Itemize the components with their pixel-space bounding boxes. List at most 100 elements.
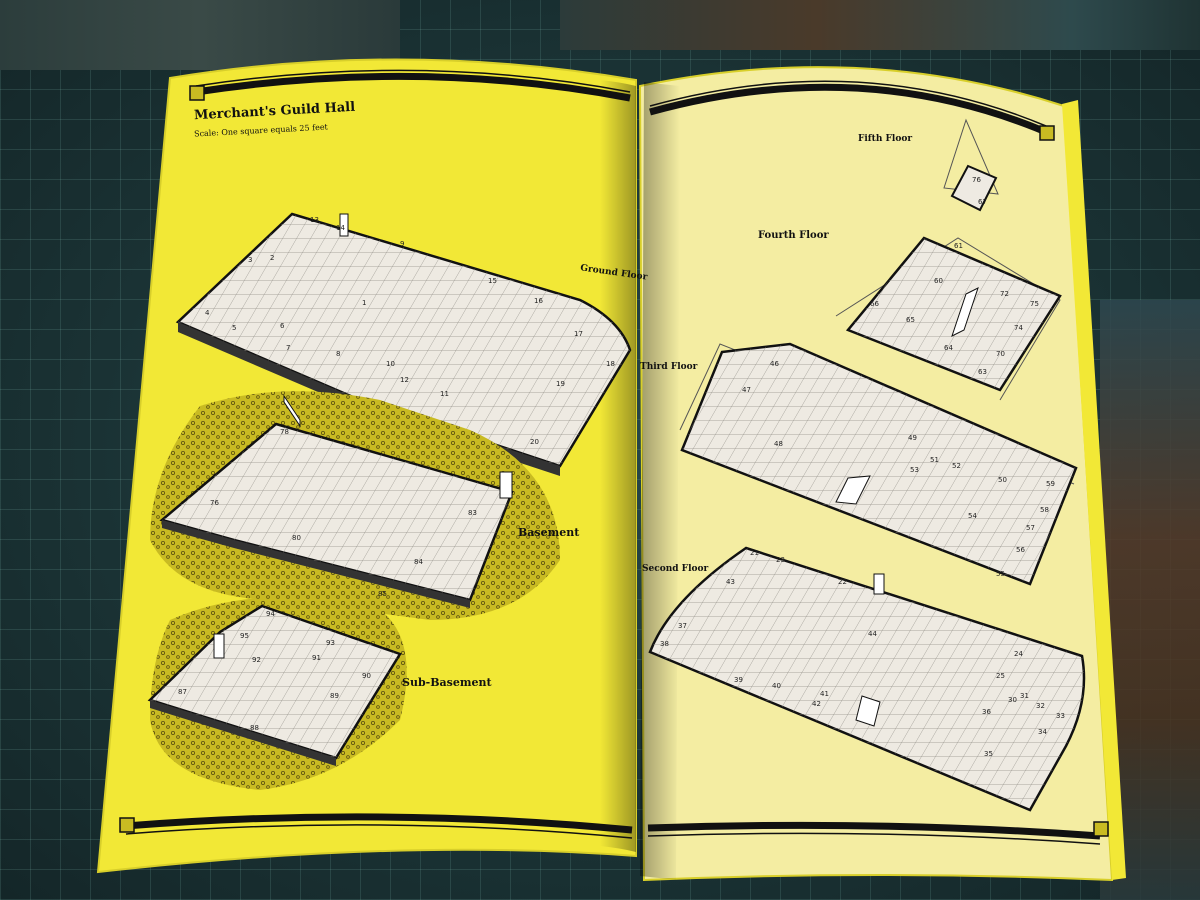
svg-text:34: 34 <box>1038 728 1047 736</box>
svg-text:16: 16 <box>534 297 543 305</box>
svg-text:31: 31 <box>1020 692 1029 700</box>
svg-text:74: 74 <box>1014 324 1023 332</box>
svg-text:10: 10 <box>386 360 395 368</box>
svg-text:54: 54 <box>968 512 977 520</box>
svg-text:39: 39 <box>734 676 743 684</box>
svg-text:55: 55 <box>996 570 1005 578</box>
svg-text:5: 5 <box>232 324 236 332</box>
svg-text:1: 1 <box>362 299 366 307</box>
basement-label: Basement <box>518 526 580 539</box>
svg-text:35: 35 <box>984 750 993 758</box>
svg-text:6: 6 <box>280 322 285 330</box>
svg-text:61: 61 <box>954 242 963 250</box>
basement-map: 76 78 80 83 84 85 <box>150 391 560 620</box>
svg-text:95: 95 <box>240 632 249 640</box>
svg-text:8: 8 <box>336 350 340 358</box>
svg-text:50: 50 <box>998 476 1007 484</box>
background-book-cover-top-right <box>560 0 1200 50</box>
svg-text:94: 94 <box>266 610 275 618</box>
svg-text:85: 85 <box>378 590 387 598</box>
svg-text:52: 52 <box>952 462 961 470</box>
second-floor-label: Second Floor <box>642 564 709 574</box>
svg-text:25: 25 <box>996 672 1005 680</box>
top-border-ornament <box>195 72 631 102</box>
svg-text:43: 43 <box>726 578 735 586</box>
svg-text:92: 92 <box>252 656 261 664</box>
svg-text:7: 7 <box>286 344 290 352</box>
fifth-floor-map: 76 67 <box>943 118 999 212</box>
background-book-cover-top-left <box>0 0 400 70</box>
svg-text:3: 3 <box>248 256 252 264</box>
svg-text:78: 78 <box>280 428 289 436</box>
svg-text:41: 41 <box>820 690 829 698</box>
svg-text:24: 24 <box>1014 650 1023 658</box>
svg-text:64: 64 <box>944 344 953 352</box>
svg-text:67: 67 <box>978 198 987 206</box>
svg-text:11: 11 <box>440 390 449 398</box>
svg-text:89: 89 <box>330 692 339 700</box>
svg-text:37: 37 <box>678 622 687 630</box>
svg-text:40: 40 <box>772 682 781 690</box>
svg-text:18: 18 <box>606 360 615 368</box>
svg-text:38: 38 <box>660 640 669 648</box>
fifth-floor-label: Fifth Floor <box>858 134 913 144</box>
svg-text:32: 32 <box>1036 702 1045 710</box>
svg-text:91: 91 <box>312 654 321 662</box>
svg-text:80: 80 <box>292 534 301 542</box>
svg-text:49: 49 <box>908 434 917 442</box>
svg-text:57: 57 <box>1026 524 1035 532</box>
svg-text:20: 20 <box>530 438 539 446</box>
svg-text:63: 63 <box>978 368 987 376</box>
svg-text:4: 4 <box>205 309 210 317</box>
svg-text:47: 47 <box>742 386 751 394</box>
svg-text:70: 70 <box>996 350 1005 358</box>
svg-text:93: 93 <box>326 639 335 647</box>
svg-text:51: 51 <box>930 456 939 464</box>
svg-text:13: 13 <box>310 216 319 224</box>
svg-text:23: 23 <box>776 556 785 564</box>
svg-text:33: 33 <box>1056 712 1065 720</box>
svg-text:66: 66 <box>870 300 879 308</box>
svg-text:9: 9 <box>400 240 404 248</box>
svg-text:2: 2 <box>270 254 274 262</box>
svg-text:59: 59 <box>1046 480 1055 488</box>
svg-text:46: 46 <box>770 360 779 368</box>
bottom-border-ornament-right <box>647 821 1101 840</box>
svg-text:83: 83 <box>468 509 477 517</box>
svg-text:30: 30 <box>1008 696 1017 704</box>
fourth-floor-label: Fourth Floor <box>758 230 829 241</box>
svg-text:12: 12 <box>400 376 409 384</box>
svg-text:76: 76 <box>972 176 981 184</box>
svg-text:87: 87 <box>178 688 187 696</box>
svg-text:72: 72 <box>1000 290 1009 298</box>
svg-text:36: 36 <box>982 708 991 716</box>
svg-text:88: 88 <box>250 724 259 732</box>
fourth-floor-map: 60 61 63 64 65 66 70 72 74 75 <box>835 236 1062 401</box>
svg-text:15: 15 <box>488 277 497 285</box>
svg-text:22: 22 <box>838 578 847 586</box>
svg-text:19: 19 <box>556 380 565 388</box>
svg-text:14: 14 <box>336 224 345 232</box>
third-floor-label: Third Floor <box>640 362 698 372</box>
svg-text:42: 42 <box>812 700 821 708</box>
svg-text:21: 21 <box>750 549 759 557</box>
svg-text:76: 76 <box>210 499 219 507</box>
svg-text:48: 48 <box>774 440 783 448</box>
svg-text:58: 58 <box>1040 506 1049 514</box>
svg-text:84: 84 <box>414 558 423 566</box>
svg-text:44: 44 <box>868 630 877 638</box>
svg-text:17: 17 <box>574 330 583 338</box>
sub-basement-label: Sub-Basement <box>402 676 492 689</box>
bottom-border-ornament <box>125 813 633 834</box>
svg-text:75: 75 <box>1030 300 1039 308</box>
svg-text:65: 65 <box>906 316 915 324</box>
top-border-ornament-right <box>649 83 1048 136</box>
svg-text:60: 60 <box>934 277 943 285</box>
svg-text:56: 56 <box>1016 546 1025 554</box>
